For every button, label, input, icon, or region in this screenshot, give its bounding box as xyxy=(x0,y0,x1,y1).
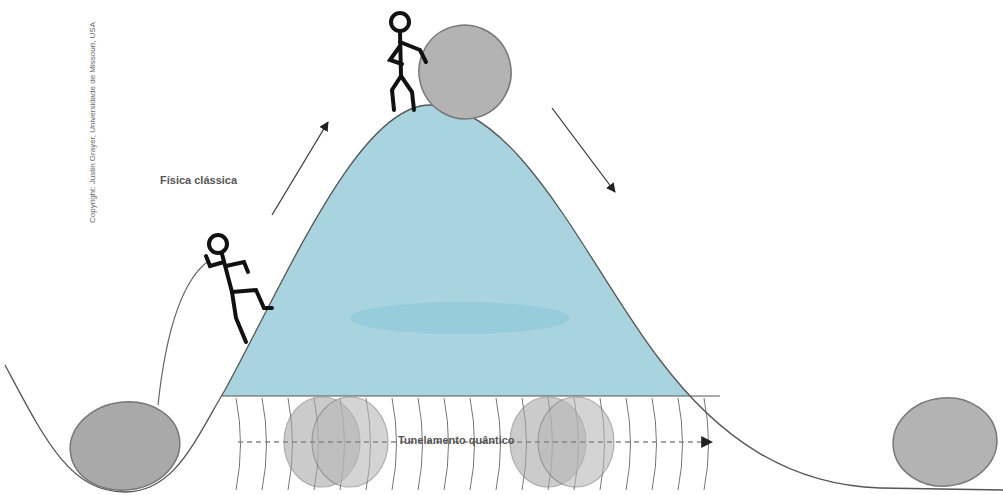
figure-head xyxy=(391,13,409,31)
figure-leg xyxy=(232,292,246,342)
rock xyxy=(889,393,1002,491)
figure-leg xyxy=(232,290,272,308)
wave-front xyxy=(262,398,267,490)
energy-barrier xyxy=(180,0,780,396)
wave-front xyxy=(652,398,657,490)
stick-figure xyxy=(206,235,272,342)
figure-leg xyxy=(392,76,401,110)
figure-body xyxy=(400,32,401,76)
wave-fronts xyxy=(236,398,709,490)
region-label: Física clássica xyxy=(160,174,237,186)
figure-head xyxy=(209,235,227,253)
wave-front xyxy=(678,398,683,490)
rock xyxy=(64,395,185,495)
barrier-base xyxy=(222,396,720,397)
rock xyxy=(408,15,521,130)
figure-arm xyxy=(400,42,426,62)
classical-arrow xyxy=(552,108,615,192)
figure-arm xyxy=(390,46,402,64)
figure-arm xyxy=(206,256,224,266)
barrier-shade xyxy=(350,302,570,334)
region-label: Tunelamento quântico xyxy=(398,434,515,446)
wave-front xyxy=(392,398,397,490)
figure-leg xyxy=(401,76,414,110)
stick-figure xyxy=(390,13,426,110)
classical-arrow xyxy=(272,122,328,215)
wave-front xyxy=(236,398,241,490)
copyright-note: Copyright: Justin Grayer, Universidade d… xyxy=(87,22,96,223)
rope-line xyxy=(158,260,210,405)
figure-arm xyxy=(226,262,248,272)
wave-front xyxy=(626,398,631,490)
figure-body xyxy=(222,254,232,292)
